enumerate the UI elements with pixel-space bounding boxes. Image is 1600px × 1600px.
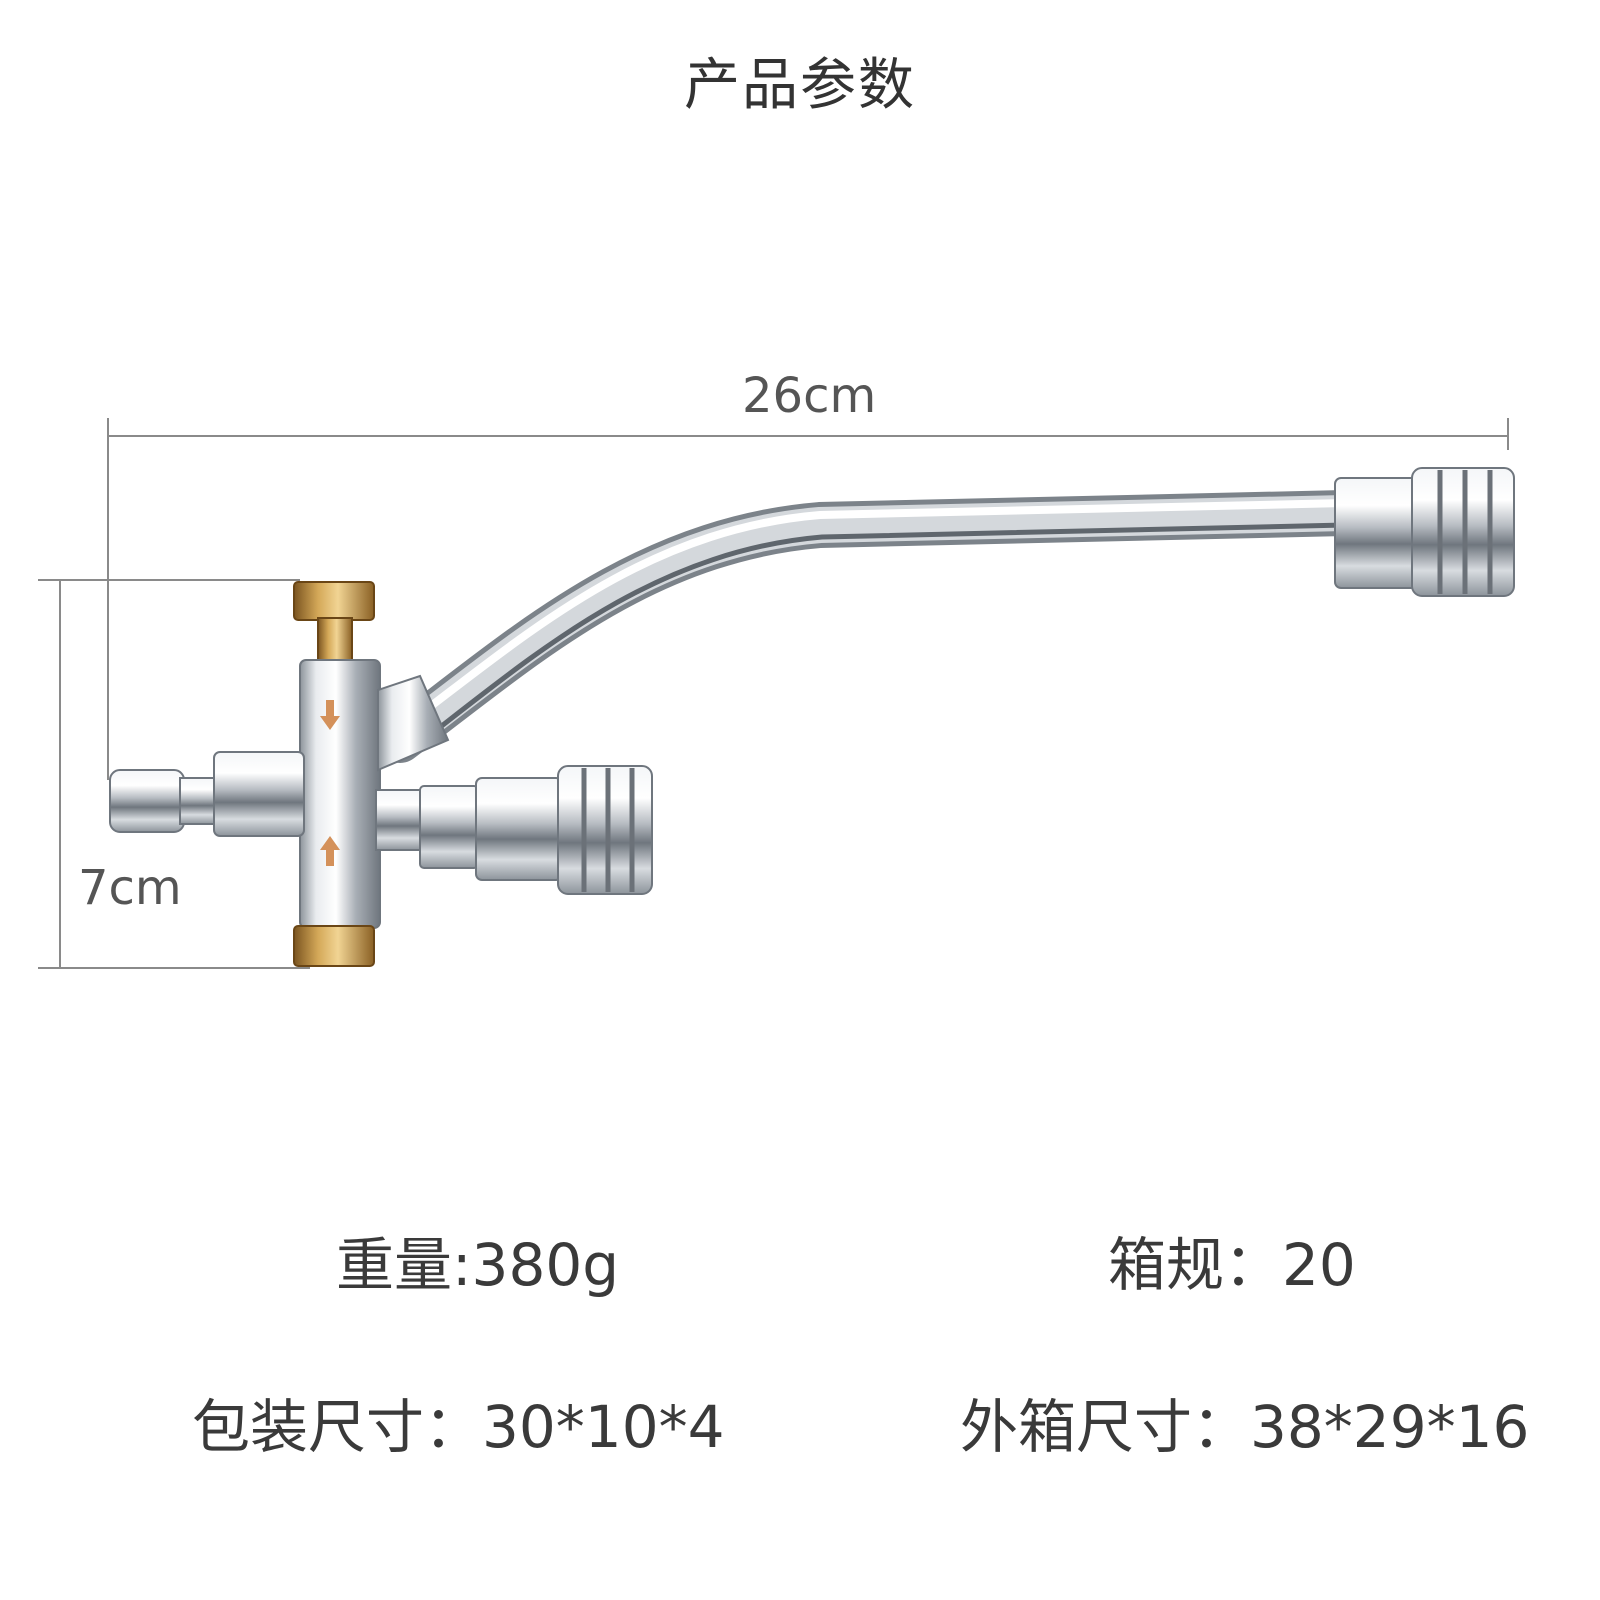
brass-top-knob (293, 581, 375, 671)
middle-quick-coupler (375, 765, 653, 895)
height-dimension-line (38, 579, 310, 969)
right-quick-coupler (1334, 467, 1515, 597)
brass-bottom-knob (293, 925, 375, 967)
valve-body (299, 659, 450, 929)
spec-outer-box-size: 外箱尺寸：38*29*16 (960, 1393, 1530, 1461)
width-dimension-label: 26cm (742, 368, 877, 424)
page-title: 产品参数 (684, 53, 916, 118)
height-dimension-label: 7cm (78, 860, 182, 916)
spec-carton-quantity: 箱规：20 (1108, 1231, 1356, 1299)
spec-package-size: 包装尺寸：30*10*4 (192, 1393, 725, 1461)
width-dimension-line (107, 418, 1509, 780)
spec-weight: 重量:380g (336, 1231, 620, 1299)
chrome-pipe (377, 490, 1368, 763)
left-quick-plug (109, 751, 305, 837)
